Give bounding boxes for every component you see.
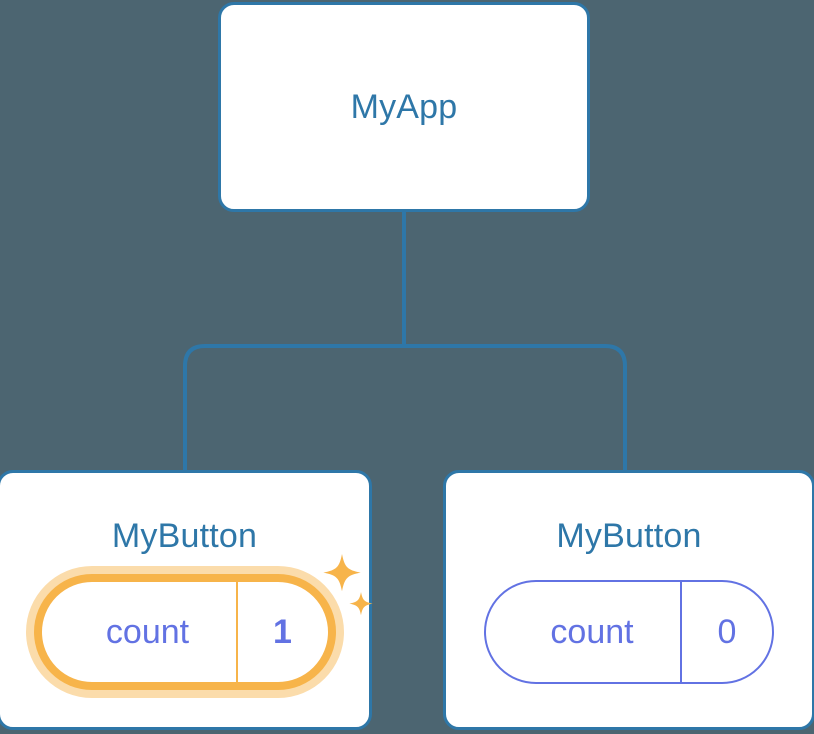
sparkle-small-icon bbox=[348, 592, 373, 616]
state-value-label: 1 bbox=[235, 582, 328, 682]
child-node-mybutton-1[interactable]: MyButton count 1 bbox=[0, 470, 373, 730]
state-key-label: count bbox=[105, 613, 190, 651]
root-node-myapp[interactable]: MyApp bbox=[218, 2, 590, 212]
edge-child-bus bbox=[183, 344, 627, 470]
state-key-label: count bbox=[550, 613, 634, 651]
state-badge-highlighted[interactable]: count 1 bbox=[39, 554, 373, 684]
state-badge[interactable]: count 1 bbox=[39, 580, 330, 684]
sparkle-large-icon bbox=[322, 554, 361, 592]
state-badge-idle[interactable]: count 0 bbox=[484, 580, 774, 684]
root-node-title: MyApp bbox=[350, 88, 458, 126]
state-badge[interactable]: count 0 bbox=[484, 580, 774, 684]
state-value-label: 0 bbox=[680, 582, 772, 682]
child-node-mybutton-2[interactable]: MyButton count 0 bbox=[443, 470, 814, 730]
child-node-title: MyButton bbox=[556, 517, 702, 555]
child-node-title: MyButton bbox=[111, 517, 258, 555]
